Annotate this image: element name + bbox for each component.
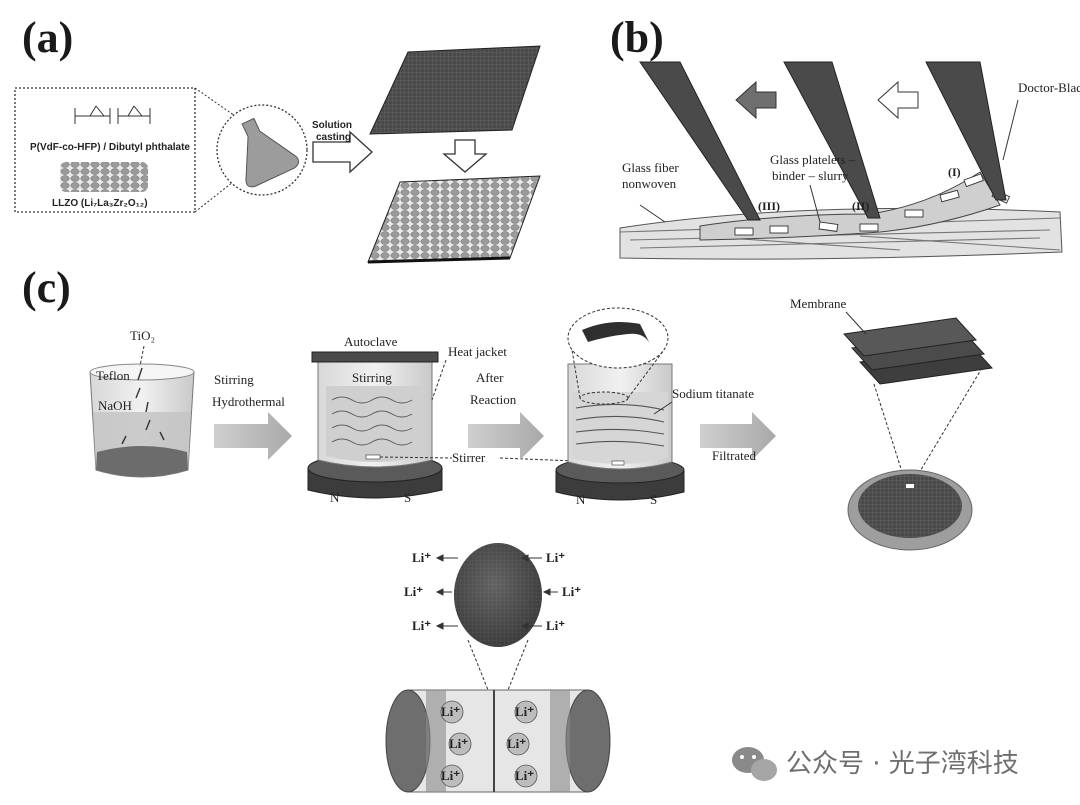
- hydrothermal-arrow: [214, 412, 292, 460]
- reaction-arrow: [468, 412, 544, 460]
- solution-casting-label-1: Solution: [312, 120, 352, 131]
- doctor-blade-process: [619, 61, 1063, 260]
- magnet-s-label-2: S: [650, 492, 657, 507]
- stage-1-label: (I): [948, 165, 961, 179]
- glass-fiber-label-1: Glass fiber: [622, 160, 679, 175]
- magnet-s-label-1: S: [404, 490, 411, 505]
- cell-li-4: Li⁺: [515, 704, 534, 719]
- membrane-label: Membrane: [790, 296, 847, 311]
- step1-label-2: Hydrothermal: [212, 394, 285, 409]
- wechat-icon: [732, 747, 777, 781]
- li-ion-left-1: Li⁺: [412, 550, 431, 565]
- composite-film: [367, 175, 541, 264]
- sodium-titanate-label: Sodium titanate: [672, 386, 754, 401]
- filter-disc: [847, 469, 973, 551]
- stage-3-label: (III): [758, 199, 780, 213]
- cell-li-6: Li⁺: [515, 768, 534, 783]
- autoclave-label: Autoclave: [344, 334, 398, 349]
- flask-circle: [216, 104, 308, 196]
- li-ion-right-2: Li⁺: [562, 584, 581, 599]
- cast-film-dark: [369, 45, 541, 135]
- cell-li-2: Li⁺: [449, 736, 468, 751]
- glass-fiber-label-2: nonwoven: [622, 176, 677, 191]
- heat-jacket-label: Heat jacket: [448, 344, 507, 359]
- cell-li-5: Li⁺: [507, 736, 526, 751]
- li-ion-right-1: Li⁺: [546, 550, 565, 565]
- filtration-arrow: [700, 412, 776, 460]
- llzo-beads: [60, 162, 148, 192]
- solution-casting-label-2: casting: [316, 132, 351, 143]
- membrane-stack: [842, 311, 994, 479]
- cell-li-1: Li⁺: [441, 704, 460, 719]
- panel-label-b: (b): [610, 13, 664, 62]
- polymer-structure-icon: [74, 105, 151, 124]
- down-arrow-icon: [442, 139, 488, 173]
- tio2-label: TiO₂: [130, 328, 155, 343]
- watermark-text: 公众号 · 光子湾科技: [786, 749, 1019, 779]
- sodium-titanate-beaker: [555, 307, 685, 501]
- step1-label-1: Stirring: [214, 372, 254, 387]
- platelets-label-1: Glass platelets –: [770, 152, 856, 167]
- autoclave: [307, 351, 443, 499]
- teflon-beaker: [89, 363, 195, 478]
- mesh-sphere: [454, 543, 542, 691]
- li-ion-left-2: Li⁺: [404, 584, 423, 599]
- li-ion-left-3: Li⁺: [412, 618, 431, 633]
- panel-label-a: (a): [22, 13, 73, 62]
- stirrer-label: Stirrer: [452, 450, 486, 465]
- platelets-label-2: binder – slurry: [772, 168, 849, 183]
- step3-label: Filtrated: [712, 448, 757, 463]
- llzo-label: LLZO (Li₇La₃Zr₂O₁₂): [52, 198, 148, 209]
- li-ion-right-3: Li⁺: [546, 618, 565, 633]
- teflon-label: Teflon: [96, 368, 130, 383]
- polymer-label: P(VdF-co-HFP) / Dibutyl phthalate: [30, 142, 190, 153]
- magnet-n-label-2: N: [576, 492, 586, 507]
- step2-label-1: After: [476, 370, 504, 385]
- flask-icon: [241, 117, 300, 188]
- cell-li-3: Li⁺: [441, 768, 460, 783]
- magnet-n-label-1: N: [330, 490, 340, 505]
- stage-2-label: (II): [852, 199, 869, 213]
- solution-casting-arrow: Solution casting: [312, 120, 373, 174]
- panel-a-materials-box: P(VdF-co-HFP) / Dibutyl phthalate LLZO (…: [14, 87, 196, 213]
- zoom-connector: [194, 87, 239, 213]
- naoh-label: NaOH: [98, 398, 132, 413]
- li-ion-arrows: [435, 554, 558, 630]
- stirring-label: Stirring: [352, 370, 392, 385]
- step2-label-2: Reaction: [470, 392, 517, 407]
- battery-cell: [385, 689, 611, 793]
- doctor-blade-label: Doctor-Blade: [1018, 80, 1080, 95]
- panel-label-c: (c): [22, 263, 71, 312]
